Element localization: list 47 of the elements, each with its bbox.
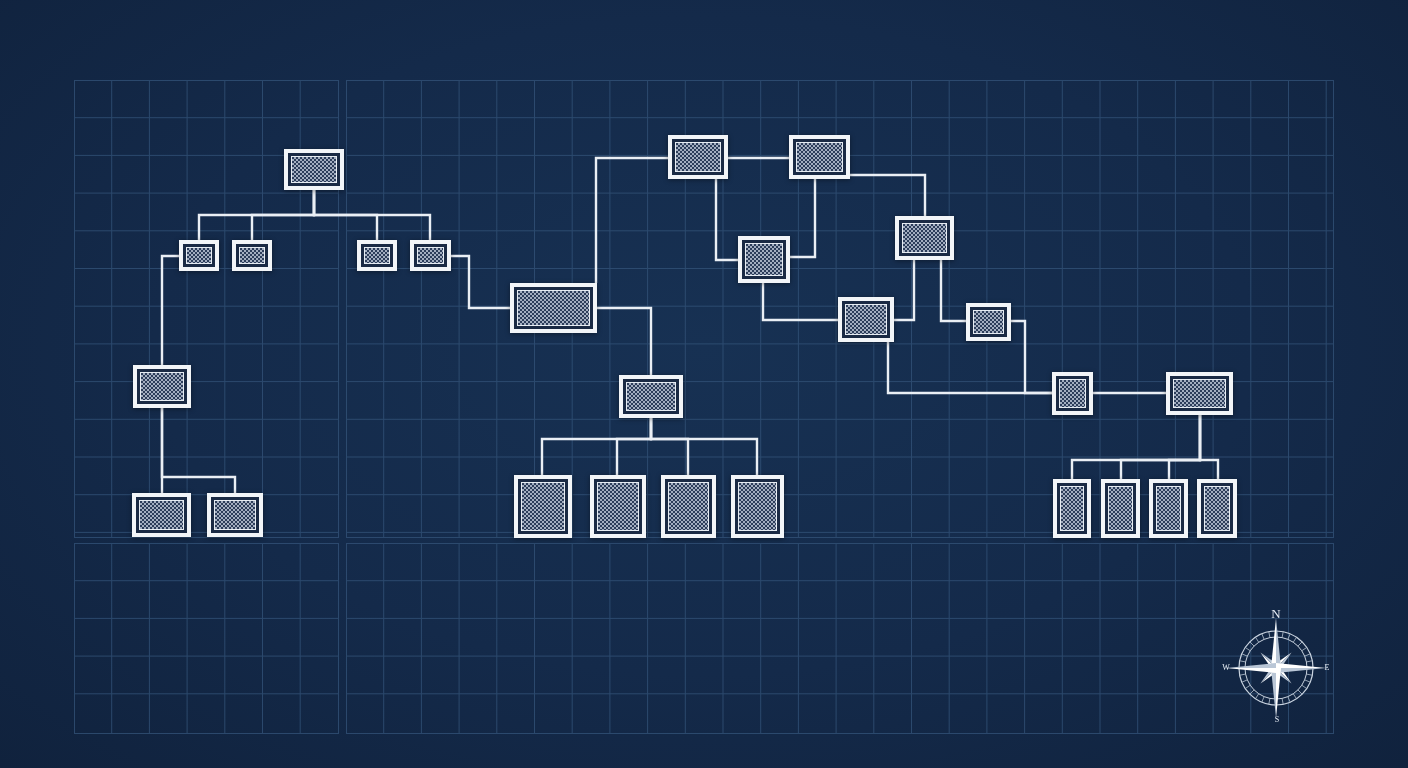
connector-line <box>1198 415 1220 479</box>
connector-line <box>160 254 179 365</box>
connector-line <box>1093 391 1166 395</box>
hatched-box <box>668 135 728 179</box>
compass-direction-label: N <box>1271 606 1281 620</box>
connector-line <box>597 306 653 375</box>
hatched-box <box>1101 479 1140 538</box>
hatched-box <box>619 375 683 418</box>
connector-line <box>714 179 738 262</box>
connector-line <box>850 173 927 216</box>
hatched-box <box>357 240 397 271</box>
hatched-box <box>1197 479 1237 538</box>
hatched-box <box>661 475 716 538</box>
hatched-box <box>1166 372 1233 415</box>
connector-line <box>451 254 510 310</box>
connector-line <box>894 260 916 322</box>
compass-direction-label: S <box>1274 716 1280 724</box>
connector-line <box>649 418 759 475</box>
hatched-box <box>232 240 272 271</box>
hatched-box <box>132 493 191 537</box>
connector-line <box>1011 319 1052 395</box>
compass-direction-label: E <box>1324 664 1330 672</box>
hatched-box <box>207 493 263 537</box>
compass-direction-label: W <box>1222 664 1230 672</box>
connector-line <box>939 260 966 323</box>
hatched-box <box>179 240 219 271</box>
hatched-box <box>966 303 1011 341</box>
connector-line <box>790 179 817 259</box>
hatched-box <box>1053 479 1091 538</box>
connector-line <box>728 156 789 160</box>
connector-line <box>761 283 838 322</box>
connector-line <box>160 408 237 493</box>
hatched-box <box>895 216 954 260</box>
hatched-box <box>838 297 894 342</box>
hatched-box <box>510 283 597 333</box>
hatched-box <box>738 236 790 283</box>
hatched-box <box>731 475 784 538</box>
hatched-box <box>789 135 850 179</box>
hatched-box <box>1052 372 1093 415</box>
hatched-box <box>590 475 646 538</box>
hatched-box <box>514 475 572 538</box>
hatched-box <box>410 240 451 271</box>
hatched-box <box>1149 479 1188 538</box>
connector-line <box>312 190 432 240</box>
connector-line <box>594 156 668 283</box>
hatched-box <box>133 365 191 408</box>
hatched-box <box>284 149 344 190</box>
